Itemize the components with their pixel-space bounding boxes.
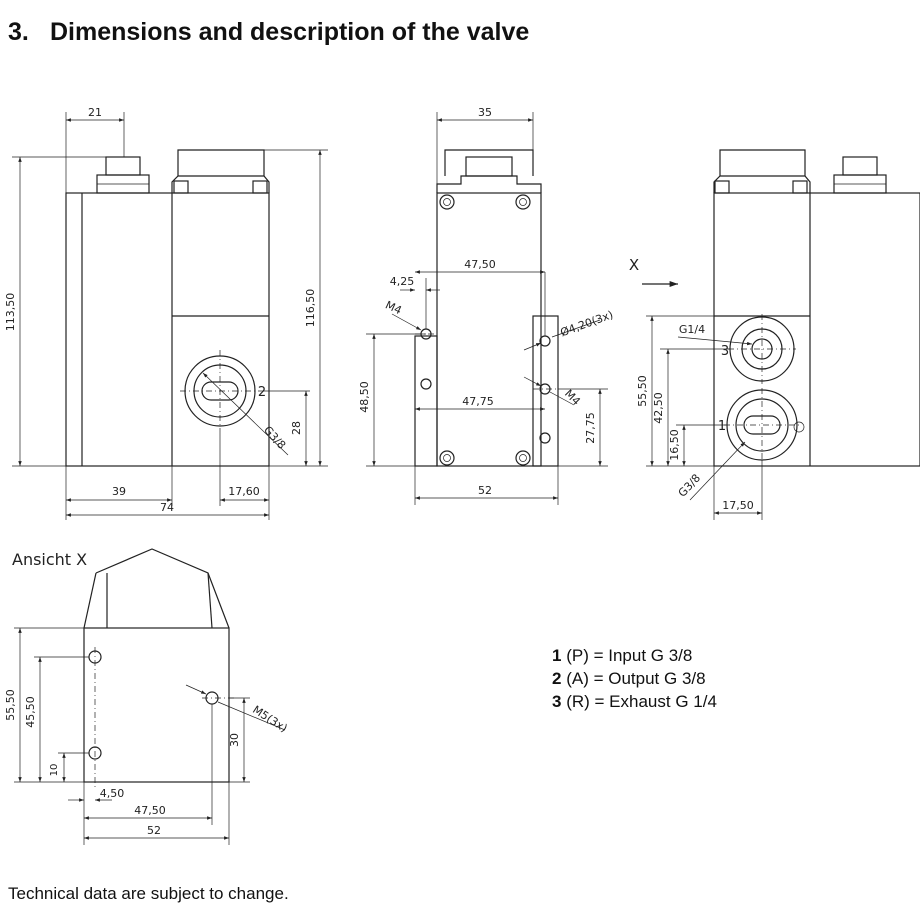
view-x-title: Ansicht X	[12, 550, 87, 569]
legend-text: (A) = Output G 3/8	[566, 669, 706, 688]
view-x: Ansicht X 55,50 45,50 10 30 M5(3x) 4	[4, 548, 290, 845]
legend-text: (R) = Exhaust G 1/4	[566, 692, 717, 711]
page-title: 3. Dimensions and description of the valv…	[8, 18, 529, 47]
hole-diameter: Ø4,20(3x)	[559, 308, 615, 339]
thread-left: M4	[383, 298, 403, 317]
dim-width-total: 52	[147, 824, 161, 837]
port-view: X G1/4 3 1 55,50 42,	[629, 149, 920, 520]
dim-height-3: 16,50	[668, 429, 681, 461]
dim-height-right: 27,75	[584, 412, 597, 444]
port-legend: 1 (P) = Input G 3/8 2 (A) = Output G 3/8…	[552, 644, 717, 713]
section-number: 3.	[8, 18, 29, 46]
dim-width-top: 35	[478, 106, 492, 119]
dim-offset: 4,50	[100, 787, 125, 800]
thread-small: G1/4	[679, 323, 705, 336]
port-number: 2	[258, 385, 266, 400]
thread-label: M5(3x)	[250, 703, 289, 735]
dim-width-port: 17,60	[228, 485, 260, 498]
dim-height-1: 55,50	[4, 689, 17, 721]
footnote: Technical data are subject to change.	[8, 884, 289, 903]
dim-height-total: 113,50	[4, 293, 17, 332]
dim-offset: 4,25	[390, 275, 415, 288]
legend-number: 3	[552, 692, 562, 711]
dim-height-3: 10	[49, 764, 60, 777]
legend-item: 1 (P) = Input G 3/8	[552, 644, 717, 667]
dim-width-total: 52	[478, 484, 492, 497]
front-view: 35 47,50 4,25 M4 48,50 47,75 Ø4,20(3x) M…	[358, 106, 615, 505]
dim-height-right: 30	[228, 733, 241, 747]
view-marker: X	[629, 256, 639, 274]
side-view: 21 113,50 116,50 28 39 17,60 74 G3/8 2	[4, 106, 328, 520]
dim-width-total: 74	[160, 501, 174, 514]
dim-height-1: 55,50	[636, 375, 649, 407]
legend-number: 2	[552, 669, 562, 688]
dim-width: 17,50	[722, 499, 754, 512]
port-number-small: 3	[721, 344, 729, 359]
dim-width-1: 47,50	[134, 804, 166, 817]
dim-port-height: 28	[290, 421, 303, 435]
thread-large: G3/8	[676, 472, 703, 500]
legend-text: (P) = Input G 3/8	[566, 646, 693, 665]
section-title: Dimensions and description of the valve	[50, 18, 530, 46]
thread-right: M4	[562, 387, 583, 408]
thread-label: G3/8	[261, 424, 288, 452]
dim-width-top: 21	[88, 106, 102, 119]
dim-hole-span: 47,50	[464, 258, 496, 271]
dim-hole-span-2: 47,75	[462, 395, 494, 408]
legend-item: 2 (A) = Output G 3/8	[552, 667, 717, 690]
dim-height-right: 116,50	[304, 289, 317, 328]
legend-item: 3 (R) = Exhaust G 1/4	[552, 690, 717, 713]
dim-width-left: 39	[112, 485, 126, 498]
dim-height-left: 48,50	[358, 381, 371, 413]
dim-height-2: 45,50	[24, 696, 37, 728]
dim-height-2: 42,50	[652, 392, 665, 424]
port-number-large: 1	[718, 419, 726, 434]
legend-number: 1	[552, 646, 562, 665]
